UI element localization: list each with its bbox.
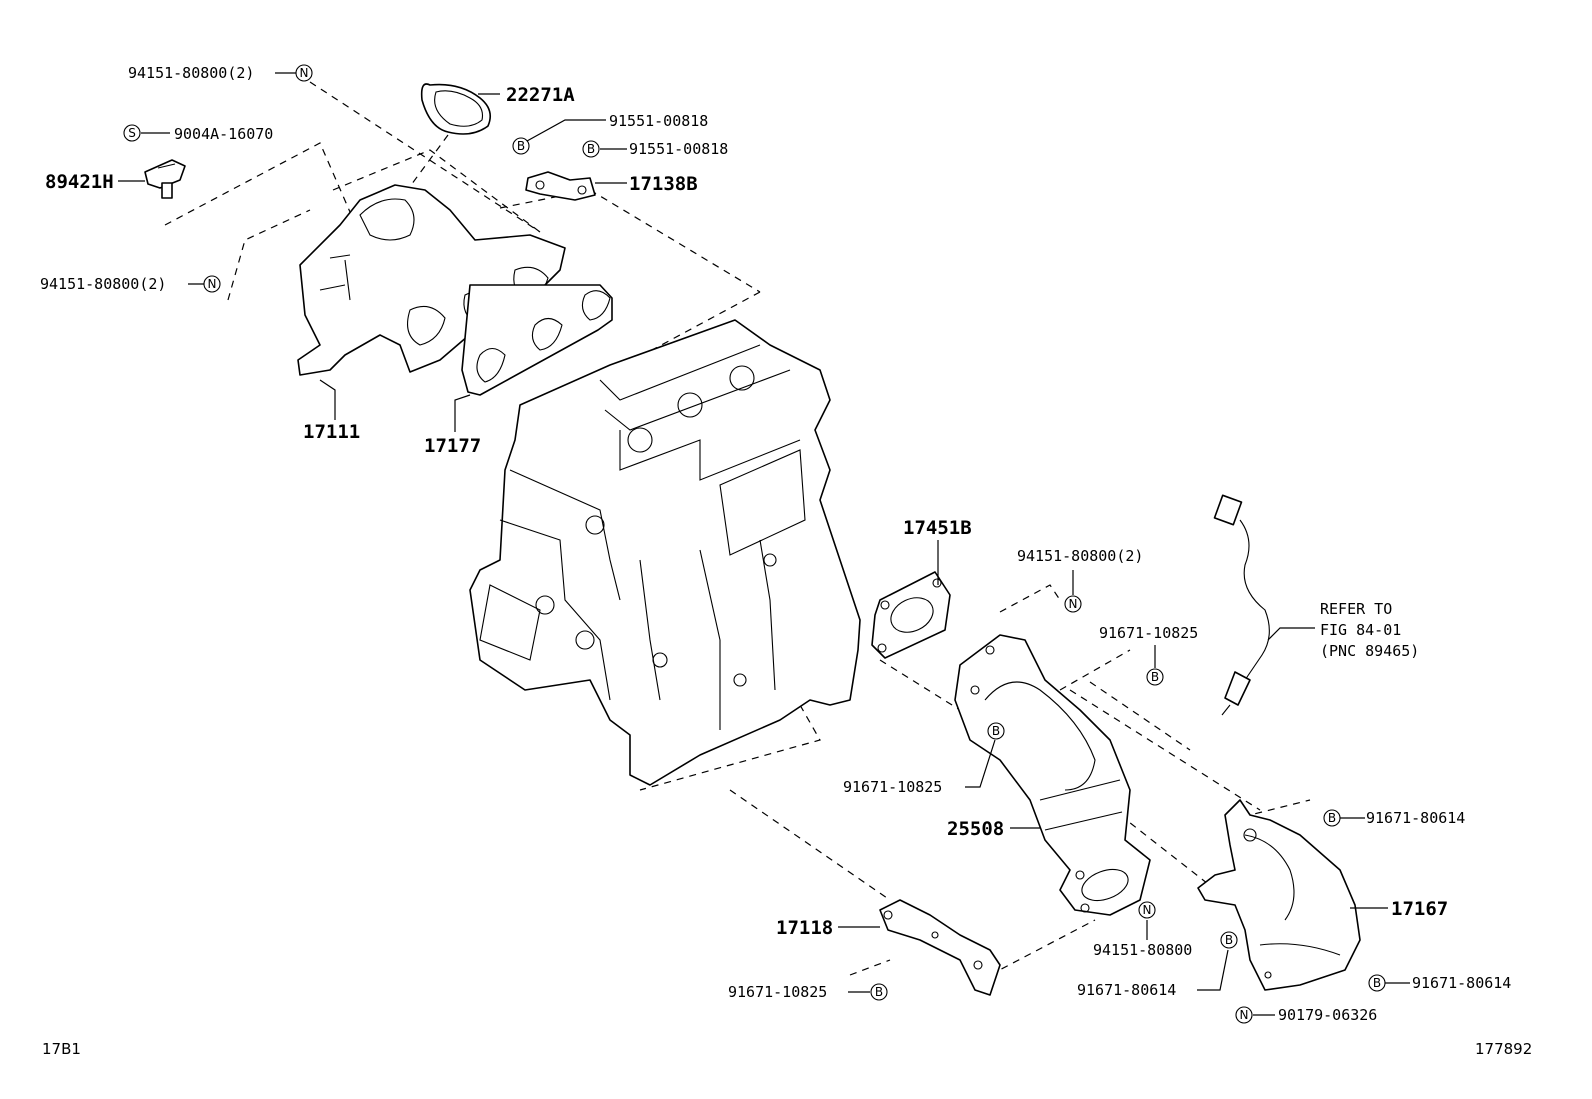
symbol-n-4: N <box>1138 901 1156 919</box>
refer-line-2: FIG 84-01 <box>1320 621 1401 639</box>
label-25508: 25508 <box>947 818 1004 840</box>
svg-text:N: N <box>1240 1008 1249 1022</box>
symbol-b-3: B <box>1146 668 1164 686</box>
svg-text:B: B <box>587 142 595 156</box>
svg-text:N: N <box>300 66 309 80</box>
label-91671-10825-b: 91671-10825 <box>843 778 942 796</box>
label-94151-80800-top: 94151-80800(2) <box>128 64 254 82</box>
symbol-s-1: S <box>123 124 141 142</box>
symbol-b-8: B <box>870 983 888 1001</box>
svg-text:B: B <box>1151 670 1159 684</box>
symbol-b-6: B <box>1220 931 1238 949</box>
label-91671-80614-a: 91671-80614 <box>1366 809 1465 827</box>
symbol-b-5: B <box>1323 809 1341 827</box>
symbol-n-3: N <box>1064 595 1082 613</box>
catalytic-converter-25508 <box>954 634 1151 916</box>
leader-lines <box>118 72 1410 1016</box>
assembly-guide-lines <box>164 81 1311 976</box>
label-94151-80800-bottom: 94151-80800 <box>1093 941 1192 959</box>
label-89421h: 89421H <box>45 171 114 193</box>
label-17111: 17111 <box>303 421 360 443</box>
symbol-b-2: B <box>582 140 600 158</box>
gasket-22271a <box>420 83 491 135</box>
symbol-b-1: B <box>512 137 530 155</box>
svg-text:B: B <box>875 985 883 999</box>
label-17451b: 17451B <box>903 517 972 539</box>
label-91551-00818-b: 91551-00818 <box>629 140 728 158</box>
label-17138b: 17138B <box>629 173 698 195</box>
svg-text:N: N <box>1069 597 1078 611</box>
label-91551-00818-a: 91551-00818 <box>609 112 708 130</box>
svg-text:N: N <box>208 277 217 291</box>
bracket-17138b <box>525 171 596 201</box>
svg-text:B: B <box>517 139 525 153</box>
svg-text:B: B <box>1225 933 1233 947</box>
gasket-17177 <box>461 284 613 396</box>
label-17118: 17118 <box>776 917 833 939</box>
symbol-n-2: N <box>203 275 221 293</box>
label-9004a-16070: 9004A-16070 <box>174 125 273 143</box>
oxygen-sensor <box>1213 494 1270 716</box>
label-91671-10825-a: 91671-10825 <box>1099 624 1198 642</box>
label-17177: 17177 <box>424 435 481 457</box>
label-17167: 17167 <box>1391 898 1448 920</box>
figure-code-right: 177892 <box>1475 1040 1532 1058</box>
sensor-89421h <box>144 159 186 199</box>
svg-text:B: B <box>992 724 1000 738</box>
symbol-b-7: B <box>1368 974 1386 992</box>
symbol-n-5: N <box>1235 1006 1253 1024</box>
svg-text:B: B <box>1373 976 1381 990</box>
label-94151-80800-mid: 94151-80800(2) <box>1017 547 1143 565</box>
heat-insulator-17167 <box>1197 799 1361 991</box>
svg-text:S: S <box>128 126 136 140</box>
svg-text:B: B <box>1328 811 1336 825</box>
label-91671-10825-c: 91671-10825 <box>728 983 827 1001</box>
bracket-17118 <box>879 899 1001 996</box>
symbol-b-4: B <box>987 722 1005 740</box>
label-90179-06326: 90179-06326 <box>1278 1006 1377 1024</box>
refer-line-3: (PNC 89465) <box>1320 642 1419 660</box>
symbol-n-1: N <box>295 64 313 82</box>
refer-line-1: REFER TO <box>1320 600 1392 618</box>
engine-block <box>469 319 861 786</box>
label-94151-80800-left: 94151-80800(2) <box>40 275 166 293</box>
label-91671-80614-c: 91671-80614 <box>1412 974 1511 992</box>
figure-code-left: 17B1 <box>42 1040 81 1058</box>
label-22271a: 22271A <box>506 84 575 106</box>
label-91671-80614-b: 91671-80614 <box>1077 981 1176 999</box>
svg-text:N: N <box>1143 903 1152 917</box>
